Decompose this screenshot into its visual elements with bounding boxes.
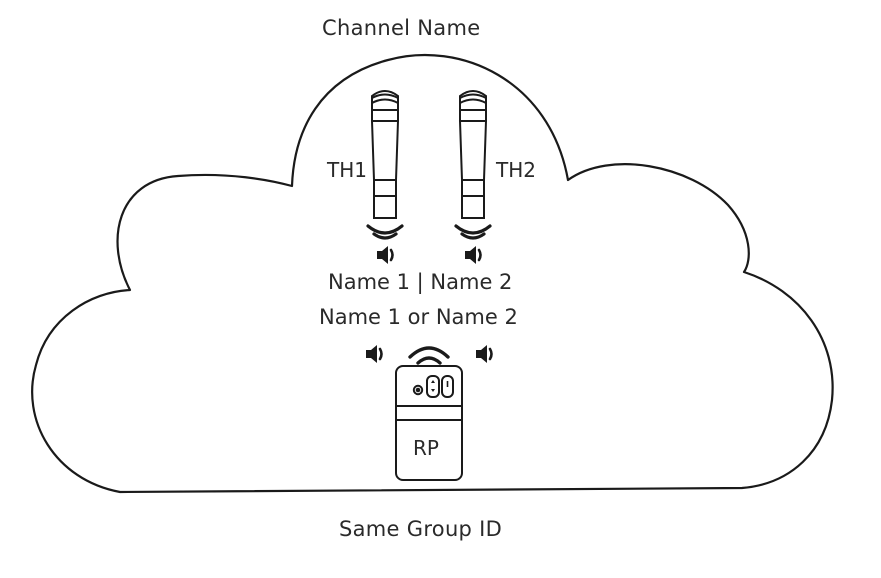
th1-label: TH1 [327, 158, 367, 182]
th1-signal-icon [366, 224, 404, 240]
group-cloud-outline [31, 53, 834, 494]
names-either-label: Name 1 or Name 2 [319, 305, 518, 329]
names-split-label: Name 1 | Name 2 [328, 270, 513, 294]
rp-label: RP [413, 436, 439, 460]
left-speaker-icon [364, 343, 383, 365]
th2-signal-icon [454, 224, 492, 240]
th1-microphone-icon [370, 90, 400, 219]
group-id-label: Same Group ID [339, 517, 503, 541]
th2-microphone-icon [458, 90, 488, 219]
receiver-signal-icon [408, 346, 450, 365]
th1-speaker-icon [375, 244, 394, 266]
right-speaker-icon [474, 343, 493, 365]
th2-label: TH2 [496, 158, 536, 182]
channel-name-label: Channel Name [322, 16, 481, 40]
th2-speaker-icon [463, 244, 482, 266]
rp-receiver-icon [395, 365, 463, 481]
